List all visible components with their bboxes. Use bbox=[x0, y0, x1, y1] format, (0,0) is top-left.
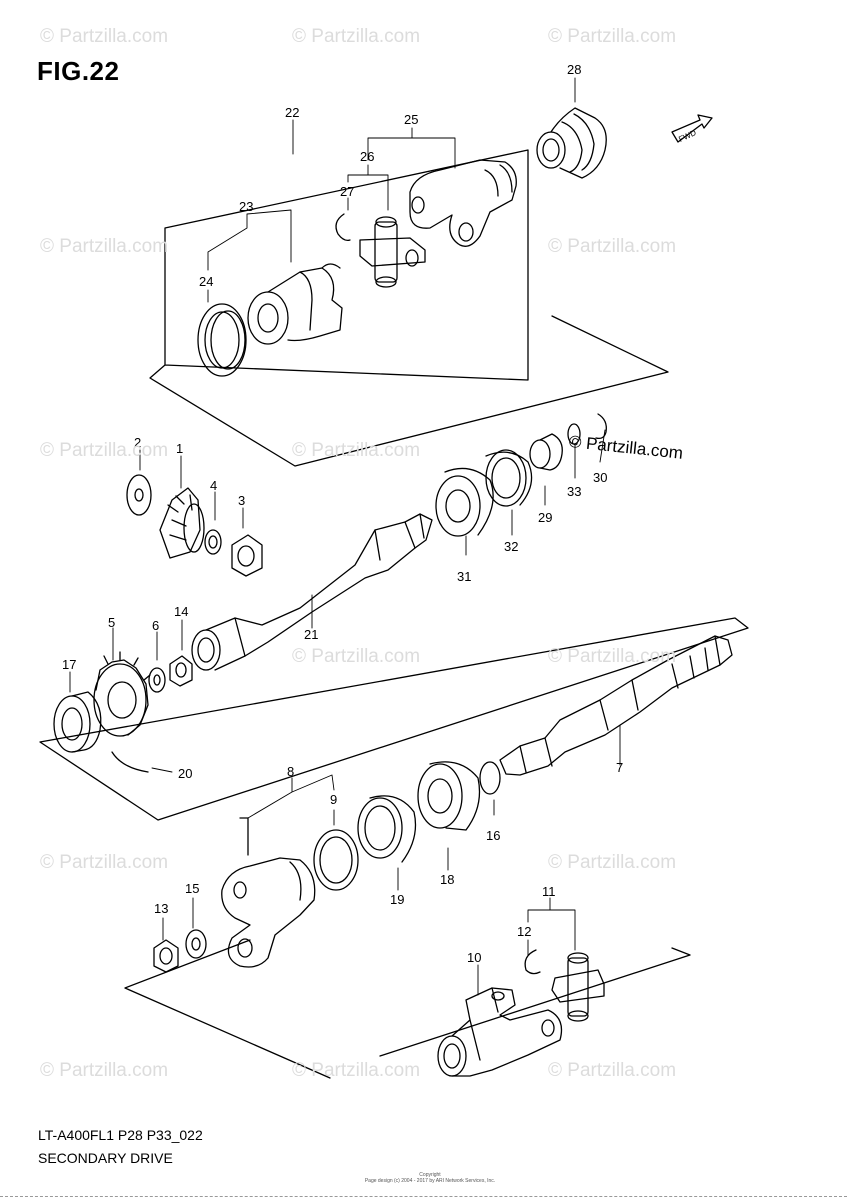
figure-title: FIG.22 bbox=[37, 56, 120, 86]
callout-22: 22 bbox=[285, 105, 299, 120]
oil-seal-part-24 bbox=[197, 303, 247, 377]
callout-20: 20 bbox=[178, 766, 192, 781]
watermark: © Partzilla.com bbox=[292, 1060, 421, 1081]
seal-part-32 bbox=[485, 449, 533, 507]
nut-part-13 bbox=[153, 939, 179, 973]
callout-30: 30 bbox=[593, 470, 607, 485]
group-box-top bbox=[149, 149, 669, 467]
callout-15: 15 bbox=[185, 881, 199, 896]
seal-part-19 bbox=[357, 795, 417, 863]
leader-lines bbox=[69, 77, 621, 996]
circlip-part-27 bbox=[335, 213, 351, 242]
boot-part-28 bbox=[536, 107, 607, 179]
page-divider bbox=[0, 1196, 847, 1197]
bevel-gear-part-1 bbox=[159, 487, 205, 559]
callout-32: 32 bbox=[504, 539, 518, 554]
fwd-arrow-icon bbox=[671, 114, 713, 143]
watermark: © Partzilla.com bbox=[548, 852, 677, 873]
callout-18: 18 bbox=[440, 872, 454, 887]
universal-joint-part-11 bbox=[551, 952, 605, 1022]
yoke-part-8 bbox=[221, 857, 316, 968]
bearing-part-31 bbox=[435, 467, 494, 537]
watermark: © Partzilla.com bbox=[292, 646, 421, 667]
watermark: © Partzilla.com bbox=[40, 236, 169, 257]
drive-shaft-part-21 bbox=[191, 513, 433, 671]
bearing-part-18 bbox=[417, 761, 481, 831]
callout-14: 14 bbox=[174, 604, 188, 619]
copyright-line-1: Copyright bbox=[419, 1172, 441, 1178]
callout-3: 3 bbox=[238, 493, 245, 508]
watermark: © Partzilla.com bbox=[40, 26, 169, 47]
callout-5: 5 bbox=[108, 615, 115, 630]
callout-25: 25 bbox=[404, 112, 418, 127]
circlip-part-20 bbox=[111, 751, 149, 773]
output-shaft-part-7 bbox=[499, 635, 733, 776]
callout-28: 28 bbox=[567, 62, 581, 77]
copyright-line-2: Page design (c) 2004 - 2017 by ARI Netwo… bbox=[364, 1178, 496, 1184]
circlip-part-30 bbox=[595, 413, 607, 440]
watermark: © Partzilla.com bbox=[548, 236, 677, 257]
diagram-title: SECONDARY DRIVE bbox=[38, 1150, 173, 1166]
washer-part-15 bbox=[185, 929, 207, 959]
callout-9: 9 bbox=[330, 792, 337, 807]
watermark: © Partzilla.com bbox=[292, 26, 421, 47]
yoke-part-25 bbox=[409, 159, 517, 247]
yoke-part-10 bbox=[437, 987, 563, 1077]
callout-8: 8 bbox=[287, 764, 294, 779]
callout-33: 33 bbox=[567, 484, 581, 499]
universal-joint-part-26 bbox=[359, 216, 426, 288]
washer-part-2 bbox=[126, 474, 152, 516]
watermark: © Partzilla.com bbox=[40, 440, 169, 461]
diagram-code: LT-A400FL1 P28 P33_022 bbox=[38, 1127, 203, 1143]
callout-27: 27 bbox=[340, 184, 354, 199]
yoke-part-23 bbox=[247, 263, 343, 345]
watermark: © Partzilla.com bbox=[548, 26, 677, 47]
callout-31: 31 bbox=[457, 569, 471, 584]
callout-11: 11 bbox=[542, 884, 556, 899]
callout-21: 21 bbox=[304, 627, 318, 642]
callout-10: 10 bbox=[467, 950, 481, 965]
nut-part-14 bbox=[169, 655, 193, 687]
watermark: © Partzilla.com bbox=[40, 852, 169, 873]
callout-12: 12 bbox=[517, 924, 531, 939]
callout-4: 4 bbox=[210, 478, 217, 493]
o-ring-part-16 bbox=[479, 761, 501, 795]
watermark: © Partzilla.com bbox=[40, 1060, 169, 1081]
watermark: © Partzilla.com bbox=[292, 440, 421, 461]
copyright-notice: Copyright Page design (c) 2004 - 2017 by… bbox=[360, 1172, 500, 1184]
callout-26: 26 bbox=[360, 149, 374, 164]
washer-part-4 bbox=[204, 529, 222, 555]
callout-13: 13 bbox=[154, 901, 168, 916]
watermark: © Partzilla.com bbox=[548, 646, 677, 667]
callout-6: 6 bbox=[152, 618, 159, 633]
callout-2: 2 bbox=[134, 435, 141, 450]
fwd-label: FWD bbox=[677, 128, 698, 144]
callout-24: 24 bbox=[199, 274, 213, 289]
group-box-middle bbox=[39, 617, 749, 821]
nut-part-3 bbox=[231, 534, 263, 577]
group-box-bottom bbox=[124, 817, 691, 1079]
callout-19: 19 bbox=[390, 892, 404, 907]
callout-7: 7 bbox=[616, 760, 623, 775]
seal-part-9 bbox=[313, 829, 359, 891]
callout-16: 16 bbox=[486, 828, 500, 843]
callout-1: 1 bbox=[176, 441, 183, 456]
callout-17: 17 bbox=[62, 657, 76, 672]
callout-23: 23 bbox=[239, 199, 253, 214]
washer-part-6 bbox=[148, 667, 166, 693]
o-ring-part-33 bbox=[567, 423, 581, 445]
collar-part-29 bbox=[529, 433, 563, 471]
circlip-part-12 bbox=[524, 949, 541, 975]
watermark: © Partzilla.com bbox=[548, 1060, 677, 1081]
bevel-gear-part-5 bbox=[93, 651, 151, 737]
callout-29: 29 bbox=[538, 510, 552, 525]
